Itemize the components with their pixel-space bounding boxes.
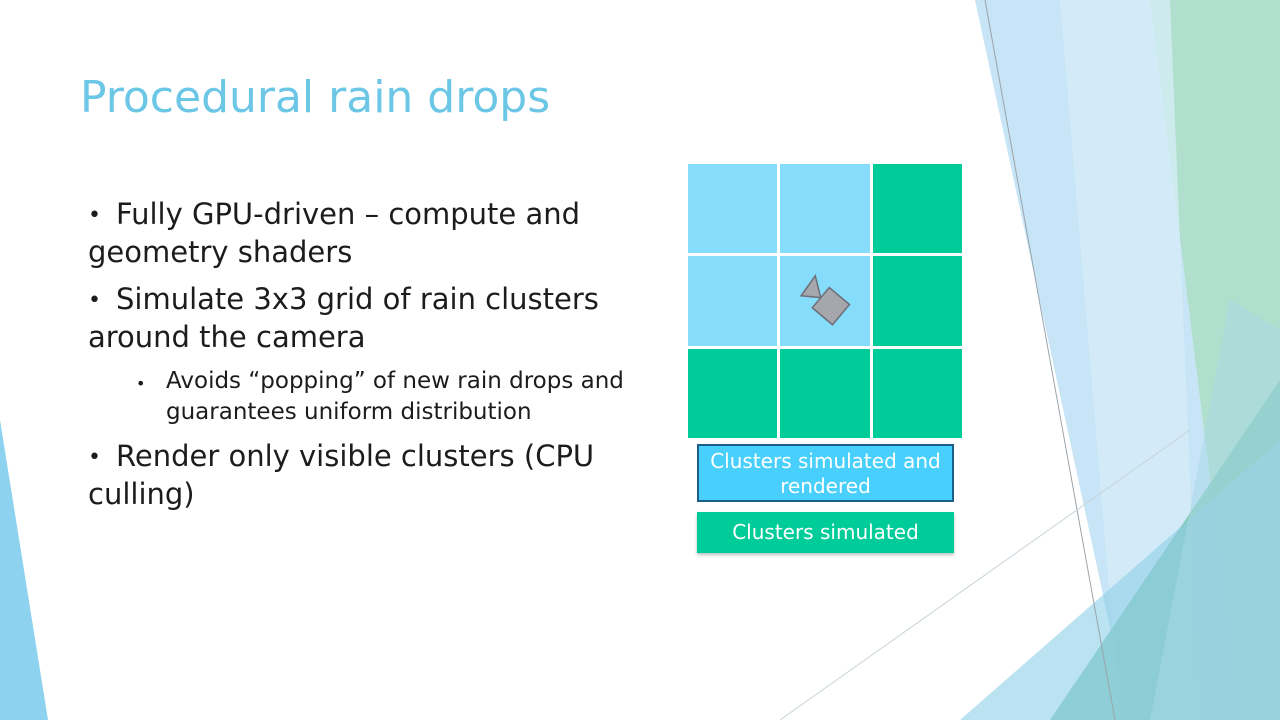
bullet-dot: • [88, 288, 101, 313]
legend-simulated-and-rendered: Clusters simulated and rendered [697, 444, 954, 502]
grid-cell-camera [780, 256, 870, 346]
grid-cell-simulated [872, 256, 962, 346]
bullet-item: •Fully GPU-driven – compute and geometry… [88, 196, 668, 271]
grid-cell-rendered [688, 256, 778, 346]
bullet-text: Avoids “popping” of new rain drops and g… [166, 368, 624, 425]
grid-cell-simulated [780, 348, 870, 438]
grid-cell-rendered [780, 164, 870, 254]
legend-simulated: Clusters simulated [697, 512, 954, 553]
bullet-item: •Simulate 3x3 grid of rain clusters arou… [88, 281, 668, 356]
camera-icon [800, 274, 851, 327]
grid-cell-simulated [688, 348, 778, 438]
bullet-item: •Render only visible clusters (CPU culli… [88, 438, 668, 513]
bullet-dot: • [136, 374, 146, 393]
bullet-list: •Fully GPU-driven – compute and geometry… [88, 196, 668, 523]
grid-cell-simulated [872, 348, 962, 438]
bullet-text: Simulate 3x3 grid of rain clusters aroun… [88, 282, 599, 354]
grid-cell-rendered [688, 164, 778, 254]
grid-cell-simulated [872, 164, 962, 254]
slide-title: Procedural rain drops [80, 72, 551, 123]
bullet-dot: • [88, 203, 101, 228]
sub-bullet-item: • Avoids “popping” of new rain drops and … [136, 366, 668, 428]
bullet-text: Render only visible clusters (CPU cullin… [88, 439, 595, 511]
bullet-text: Fully GPU-driven – compute and geometry … [88, 197, 581, 269]
bullet-dot: • [88, 445, 101, 470]
cluster-grid [688, 164, 962, 438]
